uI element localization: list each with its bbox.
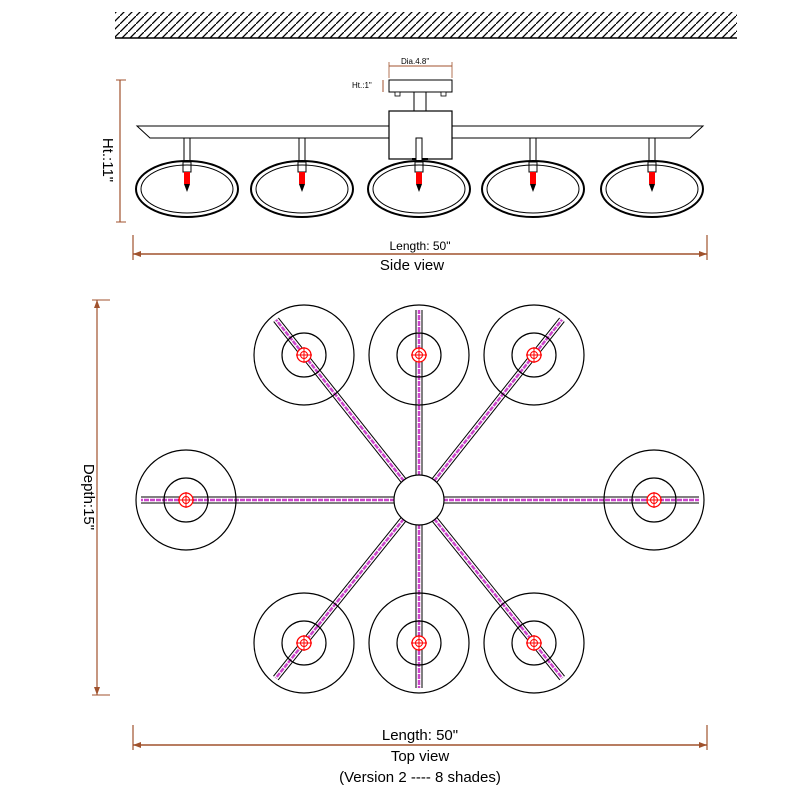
side-shade-3 <box>367 137 471 218</box>
top-shade-3 <box>483 304 585 406</box>
arm-8 <box>416 497 565 681</box>
top-length-label: Length: 50" <box>382 727 458 744</box>
depth-label: Depth:15" <box>80 464 97 530</box>
top-shade-1 <box>253 304 355 406</box>
ht-small-label: Ht.:1" <box>352 81 372 90</box>
height-label: Ht.:11" <box>99 138 116 182</box>
side-shade-1 <box>135 137 239 218</box>
top-shade-7 <box>368 592 470 694</box>
arm-1 <box>273 317 422 503</box>
center-hub <box>393 474 445 526</box>
dia-label: Dia.4.8" <box>401 57 429 66</box>
side-shade-5 <box>600 137 704 218</box>
top-shade-8 <box>483 592 585 694</box>
ceiling <box>115 12 737 39</box>
side-view-caption: Side view <box>380 257 444 274</box>
top-shade-4 <box>135 449 237 551</box>
side-length-label: Length: 50" <box>390 239 451 253</box>
side-shade-4 <box>481 137 585 218</box>
top-shades <box>135 304 705 694</box>
version-caption: (Version 2 ---- 8 shades) <box>339 769 501 786</box>
top-view-caption: Top view <box>391 748 450 765</box>
top-shade-2 <box>368 304 470 406</box>
arm-3 <box>416 317 565 503</box>
top-shade-6 <box>253 592 355 694</box>
top-shade-5 <box>603 449 705 551</box>
side-view: Dia.4.8" Ht.:1" Ht.:11" Length: 50" Side… <box>99 57 708 274</box>
arm-6 <box>273 497 422 681</box>
top-view: Depth:15" Length: 50" Top view (Version … <box>80 299 708 786</box>
side-shade-2 <box>250 137 354 218</box>
side-shades <box>135 137 704 218</box>
